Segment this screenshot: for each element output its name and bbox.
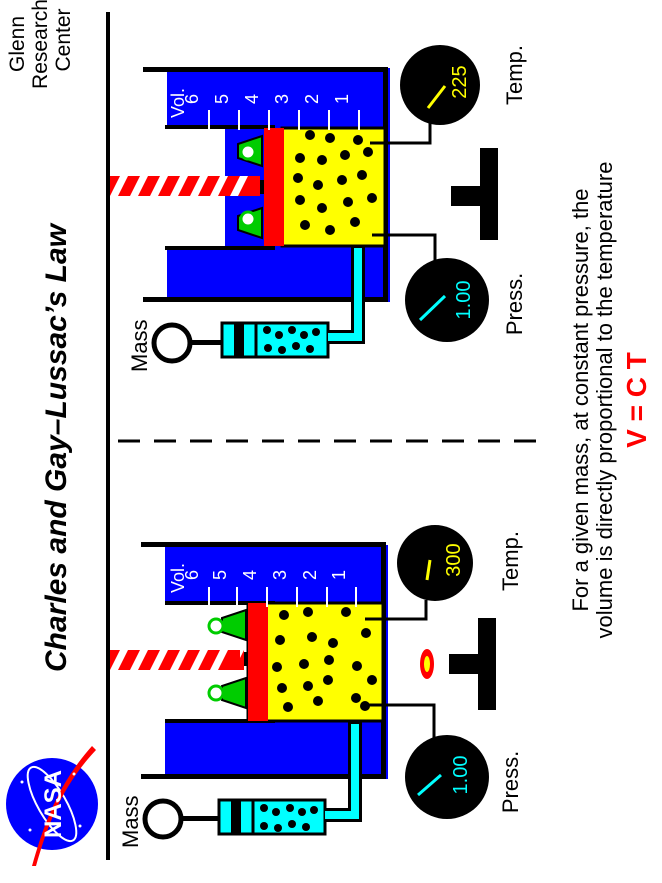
nasa-logo-icon: NASA [6,746,98,866]
svg-text:volume is directly proportiona: volume is directly proportional to the t… [592,162,617,639]
svg-text:2: 2 [302,94,322,104]
pressure-gauge: 1.00 Press. [405,735,523,819]
header-divider [106,12,110,860]
weight-icon [207,608,247,710]
flame-icon [420,649,434,679]
svg-text:6: 6 [182,570,202,580]
piston-rod [110,176,260,196]
mass-label: Mass [118,795,143,848]
mass-weight-icon [142,798,184,840]
temperature-gauge: 225 Temp. [400,45,527,125]
syringe-pump-icon [217,722,362,836]
burner-icon [449,618,496,710]
svg-text:300: 300 [443,543,465,576]
piston [248,603,268,721]
caption: For a given mass, at constant pressure, … [568,162,652,639]
svg-text:Vol.: Vol. [168,88,188,118]
svg-text:1.00: 1.00 [450,756,472,795]
title: Charles and Gay–Lussac’s Law [40,222,73,672]
svg-text:2: 2 [300,570,320,580]
gas-molecules [272,607,377,712]
svg-text:Press.: Press. [498,751,523,813]
svg-text:4: 4 [242,94,262,104]
svg-text:NASA: NASA [40,770,67,838]
svg-text:Research: Research [29,0,52,89]
svg-text:6: 6 [182,94,202,104]
svg-text:1: 1 [332,94,352,104]
svg-text:Temp.: Temp. [498,531,523,591]
svg-text:5: 5 [212,94,232,104]
syringe-pump-icon [220,246,365,359]
org-label: Glenn Research Center [6,0,75,89]
svg-text:5: 5 [210,570,230,580]
mass-label: Mass [127,319,152,372]
svg-text:For a given mass, at constant: For a given mass, at constant pressure, … [568,188,593,611]
temperature-gauge: 300 Temp. [397,525,523,601]
svg-text:Temp.: Temp. [502,45,527,105]
svg-text:1.00: 1.00 [453,281,475,320]
burner-icon [451,148,498,240]
svg-text:4: 4 [240,570,260,580]
piston-rod [110,650,244,670]
volume-scale: Vol. 6 5 4 3 2 1 [168,88,360,130]
svg-text:3: 3 [272,94,292,104]
svg-text:Vol.: Vol. [168,563,188,593]
svg-text:Glenn: Glenn [6,16,29,72]
svg-text:3: 3 [270,570,290,580]
volume-scale: Vol. 6 5 4 3 2 1 [168,563,357,607]
svg-text:1: 1 [329,570,349,580]
gas-molecules [293,130,377,235]
pressure-gauge: 1.00 Press. [405,258,527,342]
panel-cool: Vol. 6 5 4 3 2 1 Mass [110,45,527,372]
equation: V = C T [621,352,652,448]
svg-text:Press.: Press. [502,273,527,335]
panel-heated: Vol. 6 5 4 3 2 1 Mass [110,525,523,848]
svg-text:Center: Center [52,8,75,71]
weight-icon [237,134,263,240]
piston [264,128,284,246]
mass-weight-icon [151,322,193,364]
svg-text:225: 225 [449,65,471,98]
